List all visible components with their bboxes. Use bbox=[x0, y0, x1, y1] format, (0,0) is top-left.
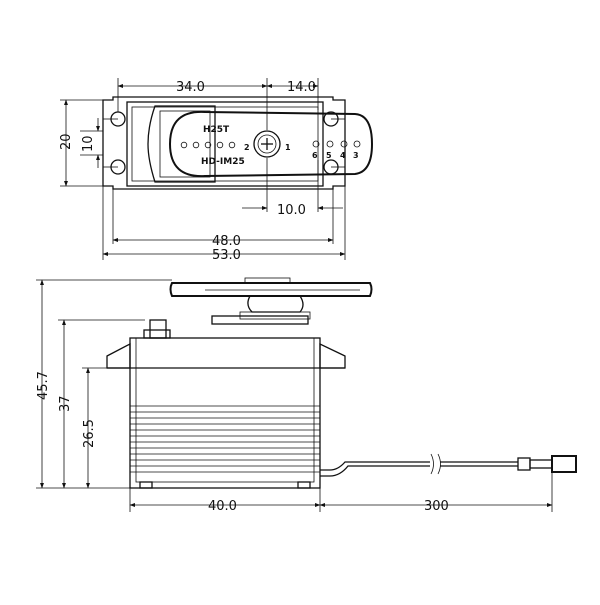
arm-label-4: 4 bbox=[340, 151, 346, 160]
side-flange bbox=[106, 342, 131, 369]
side-case-body bbox=[129, 337, 321, 489]
dim-53: 53.0 bbox=[212, 248, 241, 263]
dim-34: 34.0 bbox=[176, 80, 205, 95]
arm-label-3: 3 bbox=[353, 151, 359, 160]
dim-40: 40.0 bbox=[208, 499, 237, 514]
horn-text-bottom: HD-IM25 bbox=[201, 157, 245, 167]
heat-sink-fins bbox=[130, 405, 320, 473]
servo-connector bbox=[517, 455, 577, 473]
dim-20: 20 bbox=[59, 133, 74, 150]
arm-label-6: 6 bbox=[312, 151, 318, 160]
side-horn bbox=[169, 282, 373, 297]
top-view: H25T HD-IM25 6 5 4 3 2 1 34.0 14.0 bbox=[59, 78, 374, 263]
dim-48: 48.0 bbox=[212, 234, 241, 249]
output-spline bbox=[253, 130, 281, 158]
top-case-body bbox=[126, 101, 324, 187]
side-view: 45.7 37 26.5 40.0 300 bbox=[36, 277, 577, 514]
dim-45-7: 45.7 bbox=[36, 371, 51, 400]
horn-label-1: 1 bbox=[285, 143, 291, 152]
dim-300: 300 bbox=[424, 499, 449, 514]
servo-cable bbox=[320, 461, 430, 471]
dim-10-vertical: 10 bbox=[81, 135, 96, 152]
arm-label-5: 5 bbox=[326, 151, 332, 160]
dim-37: 37 bbox=[58, 395, 73, 412]
dim-26-5: 26.5 bbox=[82, 419, 97, 448]
horn-arm bbox=[168, 110, 374, 178]
dim-14: 14.0 bbox=[287, 80, 316, 95]
dim-10: 10.0 bbox=[277, 203, 306, 218]
horn-label-2: 2 bbox=[244, 143, 250, 152]
horn-text-top: H25T bbox=[203, 125, 230, 135]
side-output-hub bbox=[247, 295, 304, 313]
